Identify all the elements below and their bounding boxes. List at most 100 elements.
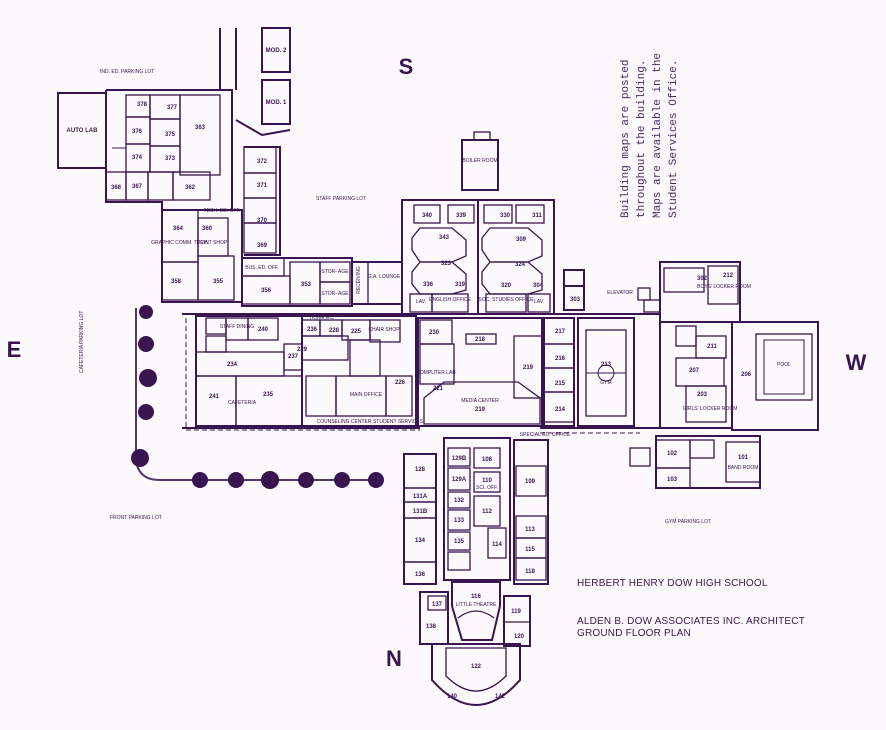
room-134: 134 [415,538,426,544]
storage-label-1: STOR- AGE [321,269,349,275]
room-115: 115 [525,547,535,553]
gym-label: GYM [600,380,611,386]
room-356: 356 [261,288,272,294]
room-364: 364 [173,226,184,232]
room-215: 215 [555,381,566,387]
room-373: 373 [165,156,176,162]
room-311: 311 [532,213,542,219]
room-228: 228 [329,328,340,334]
auto-lab-label: AUTO LAB [67,128,99,134]
gym-parking-label: GYM PARKING LOT [665,519,711,525]
front-parking-label: FRONT PARKING LOT [110,515,162,521]
ga-lounge-label: G.A. LOUNGE [368,274,401,280]
room-119: 119 [511,609,521,615]
room-122: 122 [471,664,482,670]
room-372: 372 [257,159,268,165]
mod-corridor: MOD. 2 MOD. 1 [219,27,291,137]
room-120: 120 [514,634,525,640]
note-line-3: Maps are available in the [652,53,664,218]
room-358: 358 [171,279,182,285]
room-229: 229 [297,347,308,353]
staff-parking-label: STAFF PARKING LOT [316,196,366,202]
room-236: 236 [307,327,318,333]
room-216: 216 [555,356,566,362]
room-330: 330 [500,213,511,219]
english-office-label: ENGLISH OFFICE [429,297,471,303]
room-235: 235 [263,392,274,398]
room-109: 109 [525,479,536,485]
room-218: 218 [475,337,486,343]
room-132: 132 [454,498,465,504]
gym-block: 217 216 215 214 213 GYM [543,317,635,427]
room-230: 230 [429,330,440,336]
soc-studies-office-label: SOC. STUDIES OFFICE [478,297,534,303]
tech-ed-office-label: TECH. ED. OFF. [204,208,241,214]
room-324: 324 [515,262,526,268]
room-360: 360 [202,226,213,232]
room-137: 137 [432,602,443,608]
room-336: 336 [423,282,434,288]
room-219: 219 [475,407,486,413]
room-135: 135 [454,539,465,545]
room-374: 374 [132,155,143,161]
room-138: 138 [426,624,437,630]
room-339: 339 [456,213,467,219]
room-367: 367 [132,184,143,190]
room-131a: 131A [413,494,428,500]
receiving-label: RECEIVING [356,266,362,294]
special-ed-office-label: SPECIAL ED. OFFICE [520,432,571,438]
building-maps-note: Building maps are posted throughout the … [612,10,692,220]
student-services-label: STUDENT SERVICES [373,419,424,425]
room-213: 213 [601,362,612,368]
room-136: 136 [415,572,426,578]
bus-ed-office-label: BUS. ED. OFF. [245,265,279,271]
room-320: 320 [501,283,512,289]
room-226: 226 [395,380,406,386]
band-block: 102 103 101 BAND ROOM [629,435,761,489]
home-ec-label: HOME EC. [310,315,335,321]
room-304: 304 [533,283,544,289]
print-shop-label: PRINT SHOP [197,240,228,246]
room-377: 377 [167,105,178,111]
room-376: 376 [132,129,143,135]
room-131b: 131B [413,509,428,515]
room-375: 375 [165,132,176,138]
south-wing: 128 131A 131B 134 136 129B 129A 132 133 … [403,432,571,706]
room-211: 211 [707,344,717,350]
industrial-wing: AUTO LAB 378 377 376 375 374 373 363 368… [57,89,233,211]
room-110: 110 [482,478,492,484]
room-212: 212 [723,273,734,279]
compass-south: S [399,54,414,79]
room-241: 241 [209,394,220,400]
room-319: 319 [455,282,466,288]
pool-label: POOL [777,362,791,368]
room-206: 206 [741,372,752,378]
mod-2-label: MOD. 2 [266,48,287,54]
room-112: 112 [482,509,492,515]
room-113: 113 [525,527,535,533]
room-323: 323 [441,261,452,267]
cafeteria-parking-label: CAFETERIA PARKING LOT [79,311,85,373]
athletics-block: 302 212 BOYS' LOCKER ROOM 211 207 203 GI… [659,261,819,431]
room-217: 217 [555,329,566,335]
lav-label-1: LAV. [416,299,426,305]
computer-lab-label: COMPUTER LAB [416,370,456,376]
room-237: 237 [288,354,299,360]
room-129a: 129A [452,477,467,483]
room-221: 221 [433,386,444,392]
main-corridor [182,313,660,434]
little-theatre-label: LITTLE THEATRE [456,602,497,608]
sci-office-label: SCI. OFF. [476,485,498,491]
band-room-label: BAND ROOM [728,465,759,471]
room-362: 362 [185,185,196,191]
room-116: 116 [471,594,481,600]
architect-title: ALDEN B. DOW ASSOCIATES INC. ARCHITECT [577,616,806,627]
room-370: 370 [257,218,268,224]
room-207: 207 [689,368,700,374]
media-center-block: 230 218 219 COMPUTER LAB 221 MEDIA CENTE… [416,317,543,427]
room-102: 102 [667,451,678,457]
storage-label-2: STOR- AGE [321,291,349,297]
room-353: 353 [301,282,312,288]
room-240: 240 [258,327,269,333]
main-office-label: MAIN OFFICE [350,392,383,398]
